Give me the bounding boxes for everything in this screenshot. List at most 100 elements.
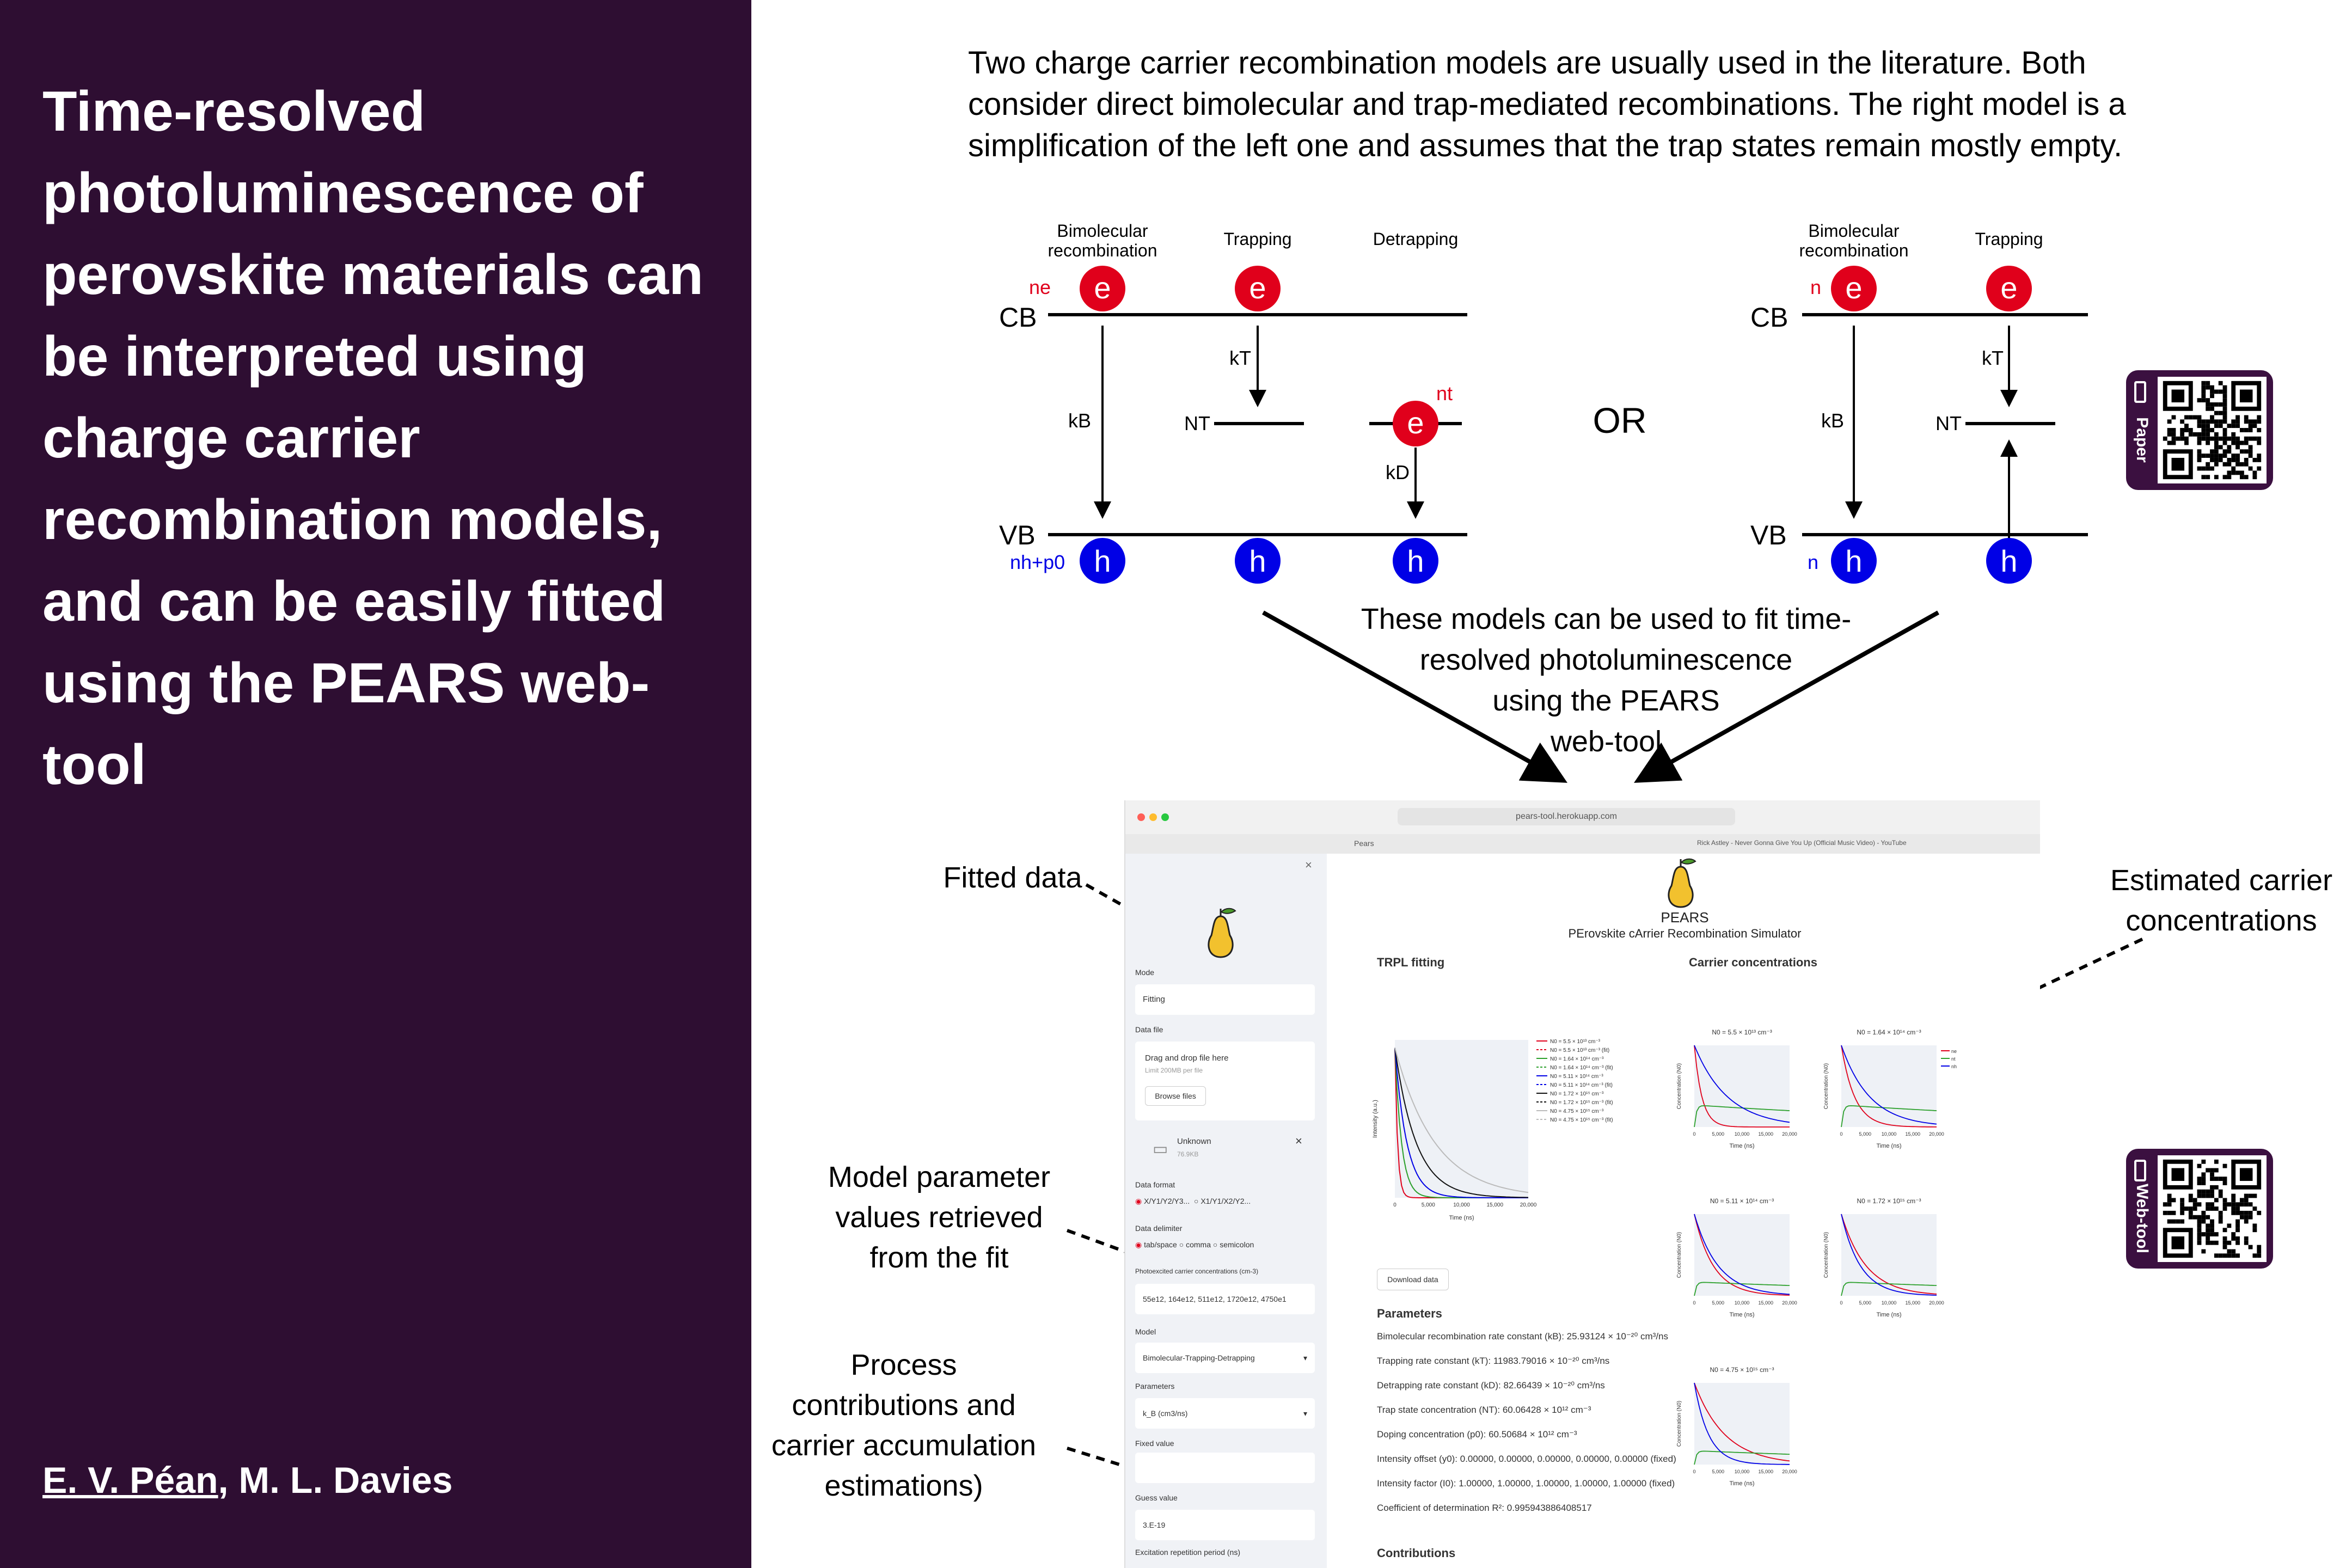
author-pean[interactable]: E. V. Péan (42, 1460, 218, 1501)
nt-level-label-left: NT (1184, 412, 1210, 434)
param-kb: Bimolecular recombination rate constant … (1377, 1331, 1669, 1342)
tab-pears[interactable]: Pears (1354, 839, 1374, 848)
param-i0: Intensity factor (I0): 1.00000, 1.00000,… (1377, 1478, 1675, 1489)
conc-plot-title: N0 = 1.64 × 10¹⁴ cm⁻³ (1857, 1028, 1921, 1036)
remove-file-icon[interactable]: × (1295, 1134, 1302, 1148)
trpl-legend-item: N0 = 1.64 × 10¹⁴ cm⁻³ (fit) (1550, 1065, 1613, 1071)
conc-ylabel: Concentration (N0) (1676, 1063, 1682, 1109)
radio-selected-icon[interactable]: ◉ (1135, 1240, 1142, 1249)
caption-line-1: These models can be used to fit time- (1361, 603, 1851, 635)
tab-youtube[interactable]: Rick Astley - Never Gonna Give You Up (O… (1697, 839, 1907, 847)
parameters-title: Parameters (1377, 1307, 1442, 1320)
hole-5-label: h (2000, 544, 2017, 578)
big-arrow-right (1634, 610, 1939, 783)
parameters-value: k_B (cm3/ns) (1143, 1409, 1188, 1418)
trpl-series-2 (1394, 1048, 1528, 1198)
radio-selected-icon[interactable]: ◉ (1135, 1197, 1142, 1205)
qr-webtool-tab: Web-tool (2126, 1149, 2158, 1269)
hole-3 (1393, 538, 1438, 584)
trpl-xtick: 15,000 (1486, 1202, 1503, 1208)
close-dot[interactable] (1137, 813, 1145, 821)
author-separator: , (218, 1460, 239, 1501)
radio-icon[interactable]: ○ (1179, 1240, 1184, 1249)
conc-xtick: 10,000 (1882, 1131, 1897, 1137)
delimiter-label: Data delimiter (1135, 1224, 1183, 1233)
conc-xtick: 15,000 (1905, 1300, 1920, 1306)
format-option-1[interactable]: X/Y1/Y2/Y3... (1144, 1197, 1190, 1205)
delim-option-2[interactable]: comma (1186, 1240, 1211, 1249)
kt-label-left: kT (1229, 347, 1251, 369)
delim-option-1[interactable]: tab/space (1144, 1240, 1177, 1249)
ne-label: ne (1029, 276, 1051, 298)
delimiter-radios: ◉ tab/space ○ comma ○ semicolon (1135, 1240, 1254, 1250)
browser-tabs: Pears Rick Astley - Never Gonna Give You… (1125, 834, 2040, 854)
trpl-legend-item: N0 = 5.5 × 10¹³ cm⁻³ (fit) (1550, 1048, 1609, 1054)
conc-xtick: 15,000 (1758, 1131, 1773, 1137)
mode-select[interactable]: Fitting (1135, 984, 1315, 1015)
conc-xtick: 0 (1693, 1131, 1695, 1137)
or-label: OR (1593, 400, 1647, 440)
download-data-button[interactable]: Download data (1377, 1269, 1449, 1290)
drop-text: Drag and drop file here (1145, 1054, 1229, 1063)
hole-2 (1235, 538, 1281, 584)
conc-xtick: 10,000 (1882, 1300, 1897, 1306)
model-select[interactable]: Bimolecular-Trapping-Detrapping▾ (1135, 1343, 1315, 1373)
file-name: Unknown (1177, 1137, 1211, 1146)
delim-option-3[interactable]: semicolon (1220, 1240, 1254, 1249)
vb-label-left: VB (999, 520, 1036, 550)
conc-xtick: 10,000 (1735, 1131, 1750, 1137)
kb-label-right: kB (1821, 409, 1844, 432)
hole-4-label: h (1845, 544, 1862, 578)
trpl-plot-area (1395, 1040, 1528, 1198)
hole-2-label: h (1249, 544, 1266, 578)
conc-xtick: 0 (1840, 1131, 1842, 1137)
trpl-legend-item: N0 = 1.72 × 10¹⁵ cm⁻³ (1550, 1091, 1604, 1097)
guess-value-input[interactable]: 3.E-19 (1135, 1510, 1315, 1540)
file-dropzone[interactable]: Drag and drop file here Limit 200MB per … (1135, 1042, 1315, 1120)
pear-icon (1208, 908, 1236, 958)
webtool-screenshot: pears-tool.herokuapp.com Pears Rick Astl… (1124, 800, 2040, 1568)
nt-label: nt (1436, 382, 1453, 405)
browse-files-button[interactable]: Browse files (1145, 1086, 1206, 1106)
fixed-value-input[interactable] (1135, 1453, 1315, 1483)
trpl-legend-item: N0 = 5.11 × 10¹⁴ cm⁻³ (1550, 1074, 1603, 1080)
qr-paper[interactable]: Paper (2126, 370, 2273, 490)
radio-icon[interactable]: ○ (1212, 1240, 1218, 1249)
qr-webtool[interactable]: Web-tool (2126, 1149, 2273, 1269)
photo-conc-input[interactable]: 55e12, 164e12, 511e12, 1720e12, 4750e1 (1135, 1284, 1315, 1314)
file-icon: ▭ (1153, 1140, 1168, 1158)
authors: E. V. Péan, M. L. Davies (42, 1459, 452, 1502)
address-bar[interactable]: pears-tool.herokuapp.com (1398, 808, 1735, 825)
conc-ylabel: Concentration (N0) (1676, 1401, 1682, 1447)
electron-2 (1235, 266, 1281, 311)
conc-xtick: 20,000 (1929, 1131, 1944, 1137)
chevron-down-icon: ▾ (1303, 1409, 1307, 1418)
conc-plot-area (1694, 1045, 1790, 1127)
close-icon[interactable]: × (1305, 858, 1312, 872)
trpl-xtick: 0 (1393, 1202, 1396, 1208)
callout-process-line1: Process (850, 1349, 957, 1381)
limit-text: Limit 200MB per file (1145, 1067, 1203, 1074)
conc-xtick: 10,000 (1735, 1469, 1750, 1474)
hole-3-label: h (1407, 544, 1424, 578)
parameters-select[interactable]: k_B (cm3/ns) ▾ (1135, 1398, 1315, 1429)
conc-xlabel: Time (ns) (1729, 1143, 1754, 1149)
maximize-dot[interactable] (1161, 813, 1169, 821)
conc-series-2 (1841, 1045, 1937, 1125)
carrier-title: Carrier concentrations (1689, 955, 1817, 969)
param-p0: Doping concentration (p0): 60.50684 × 10… (1377, 1429, 1577, 1440)
header-detrapping: Detrapping (1373, 229, 1459, 249)
data-format-radios: ◉ X/Y1/Y2/Y3... ○ X1/Y1/X2/Y2... (1135, 1197, 1251, 1206)
trpl-xlabel: Time (ns) (1449, 1215, 1474, 1221)
minimize-dot[interactable] (1149, 813, 1157, 821)
radio-icon[interactable]: ○ (1193, 1197, 1199, 1205)
trpl-legend-item: N0 = 4.75 × 10¹⁵ cm⁻³ (1550, 1108, 1604, 1114)
format-option-2[interactable]: X1/Y1/X2/Y2... (1200, 1197, 1251, 1205)
conc-plot-area (1841, 1045, 1937, 1127)
conc-xtick: 15,000 (1758, 1300, 1773, 1306)
conc-xlabel: Time (ns) (1876, 1312, 1901, 1318)
author-davies: M. L. Davies (238, 1460, 453, 1501)
